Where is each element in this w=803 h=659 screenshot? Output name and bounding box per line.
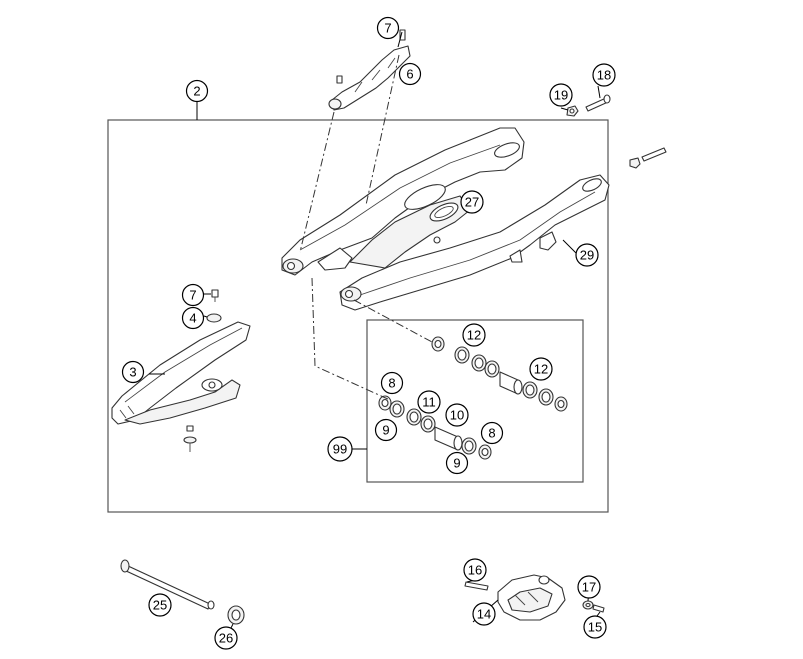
callout-8-b: 8 bbox=[480, 421, 504, 445]
callout-15: 15 bbox=[583, 615, 607, 639]
callout-19: 19 bbox=[549, 83, 573, 107]
callout-25: 25 bbox=[148, 593, 172, 617]
callout-18: 18 bbox=[592, 63, 616, 87]
callout-99: 99 bbox=[327, 436, 353, 462]
callout-4-label: 4 bbox=[189, 311, 196, 326]
callout-19-label: 19 bbox=[554, 88, 568, 103]
swingarm bbox=[281, 127, 610, 311]
callout-26-label: 26 bbox=[219, 631, 233, 646]
screw-17 bbox=[582, 600, 594, 610]
callout-17-label: 17 bbox=[582, 580, 596, 595]
callout-27: 27 bbox=[460, 190, 484, 214]
bolt-7-mid bbox=[211, 289, 219, 302]
callout-8-b-label: 8 bbox=[488, 426, 495, 441]
callout-25-label: 25 bbox=[153, 598, 167, 613]
swingarm-axle bbox=[120, 559, 215, 610]
nut-19 bbox=[566, 105, 579, 117]
callout-26: 26 bbox=[214, 626, 238, 650]
axle-nut-26 bbox=[227, 605, 245, 625]
callout-99-label: 99 bbox=[333, 442, 347, 457]
bolt-pair-right bbox=[629, 147, 667, 169]
callout-12-b: 12 bbox=[529, 357, 553, 381]
callout-7-top: 7 bbox=[376, 16, 400, 40]
bearing-kit-parts bbox=[378, 336, 568, 460]
callout-6: 6 bbox=[398, 62, 422, 86]
bolt-slider-bottom bbox=[183, 425, 197, 452]
callout-17: 17 bbox=[577, 575, 601, 599]
chain-guide-14 bbox=[497, 574, 566, 621]
callout-9-b-label: 9 bbox=[453, 456, 460, 471]
callout-9-a-label: 9 bbox=[382, 423, 389, 438]
callout-3: 3 bbox=[121, 360, 145, 384]
callout-16-label: 16 bbox=[468, 563, 482, 578]
bolt-15 bbox=[592, 604, 605, 613]
callout-29: 29 bbox=[575, 243, 599, 267]
callout-2: 2 bbox=[185, 79, 209, 103]
callout-7-mid-label: 7 bbox=[189, 288, 196, 303]
chain-guide-top bbox=[328, 29, 411, 111]
callout-18-label: 18 bbox=[597, 68, 611, 83]
callout-7-top-label: 7 bbox=[384, 21, 391, 36]
callout-14-label: 14 bbox=[477, 607, 491, 622]
callout-16: 16 bbox=[463, 558, 487, 582]
callout-9-b: 9 bbox=[445, 451, 469, 475]
callout-8-a-label: 8 bbox=[388, 376, 395, 391]
callout-12-a-label: 12 bbox=[467, 328, 481, 343]
callout-10-label: 10 bbox=[450, 408, 464, 423]
callout-11-label: 11 bbox=[422, 395, 436, 410]
callout-12-b-label: 12 bbox=[534, 362, 548, 377]
callout-12-a: 12 bbox=[462, 323, 486, 347]
swingarm-cover-27 bbox=[429, 202, 459, 222]
assembly-frame bbox=[107, 119, 609, 513]
callout-27-label: 27 bbox=[465, 195, 479, 210]
callout-15-label: 15 bbox=[588, 620, 602, 635]
bolt-18 bbox=[585, 94, 611, 112]
bush-4 bbox=[206, 313, 222, 323]
callout-14: 14 bbox=[472, 602, 496, 626]
callout-11: 11 bbox=[417, 390, 441, 414]
callout-7-mid: 7 bbox=[181, 283, 205, 307]
callout-8-a: 8 bbox=[380, 371, 404, 395]
callout-29-label: 29 bbox=[580, 248, 594, 263]
callout-10: 10 bbox=[445, 403, 469, 427]
callout-3-label: 3 bbox=[129, 365, 136, 380]
bolt-16 bbox=[464, 581, 489, 591]
callout-9-a: 9 bbox=[374, 418, 398, 442]
bearing-kit-frame bbox=[366, 319, 584, 483]
chain-slider bbox=[111, 321, 251, 425]
callout-2-label: 2 bbox=[193, 84, 200, 99]
callout-4: 4 bbox=[181, 306, 205, 330]
callout-6-label: 6 bbox=[406, 67, 413, 82]
